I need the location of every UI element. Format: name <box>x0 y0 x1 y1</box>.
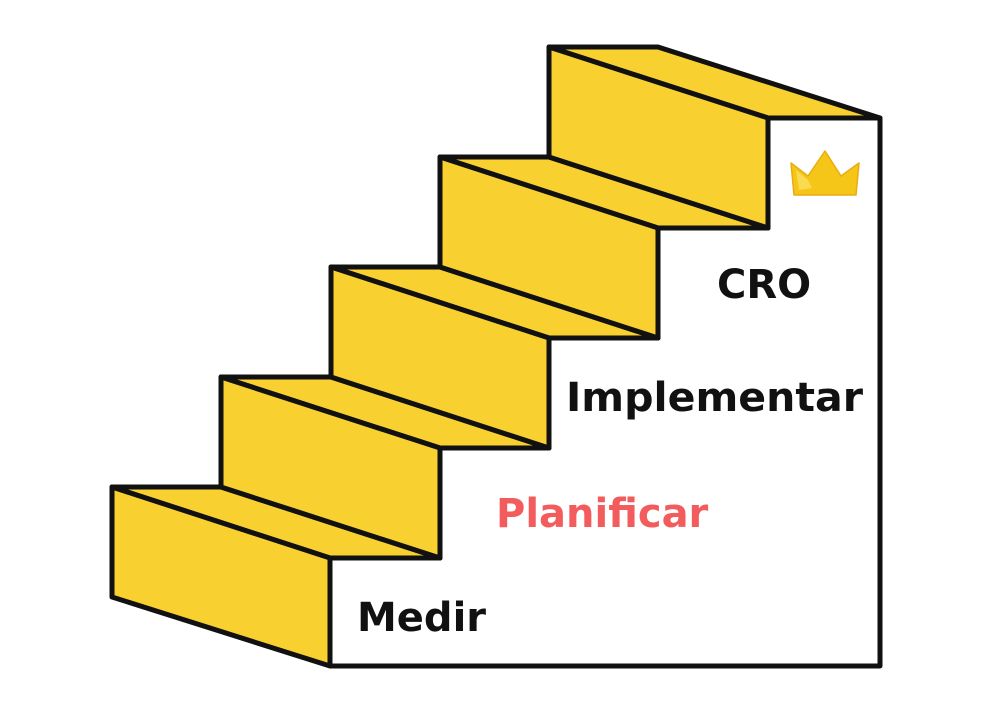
stair-step-1-riser <box>109 484 333 669</box>
stair-step-5-riser <box>546 44 771 231</box>
step-label-cro: CRO <box>717 262 811 308</box>
step-label-implementar: Implementar <box>566 375 863 421</box>
crown-icon <box>790 150 860 196</box>
step-label-planificar: Planificar <box>496 491 709 537</box>
step-label-medir: Medir <box>357 595 486 641</box>
staircase-steps <box>109 44 883 669</box>
stair-step-1 <box>109 484 443 669</box>
stair-step-4-riser <box>437 154 661 341</box>
stair-step-3-riser <box>328 264 552 451</box>
stair-step-2-riser <box>218 374 443 561</box>
stair-step-5 <box>546 44 883 231</box>
stair-step-4 <box>437 154 771 341</box>
